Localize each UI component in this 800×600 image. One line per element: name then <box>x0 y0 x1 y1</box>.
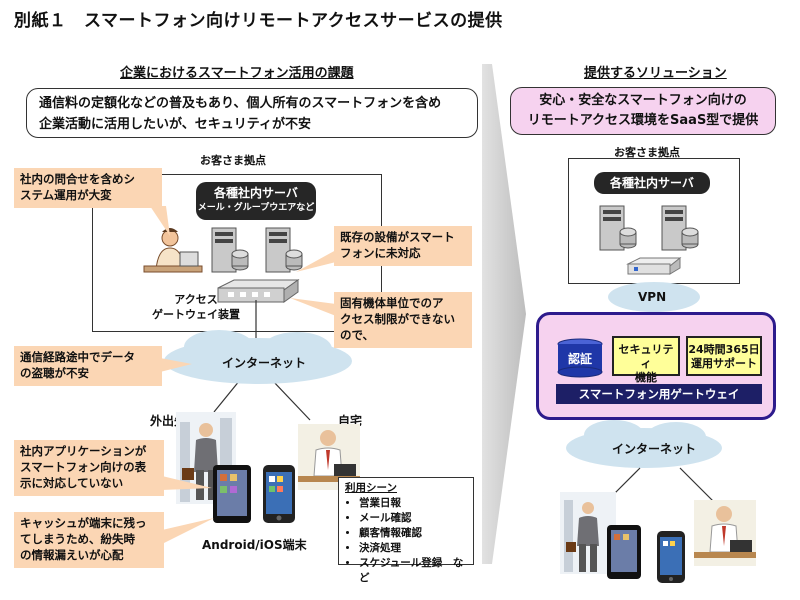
solution-line-2: リモートアクセス環境をSaaS型で提供 <box>527 113 759 128</box>
callout-legacy-equipment: 既存の設備がスマート フォンに未対応 <box>334 226 472 266</box>
tablet-device-icon <box>607 525 641 579</box>
callout-line: 示に対応していない <box>20 476 124 490</box>
left-network-lines <box>213 300 311 421</box>
vpn-cloud <box>608 282 700 312</box>
operator-person-icon <box>143 228 203 273</box>
usage-item: メール確認 <box>359 511 467 526</box>
internet-cloud-puff <box>262 332 332 366</box>
solution-line-1: 安心・安全なスマートフォン向けの <box>539 93 747 108</box>
support-box: 24時間365日 運用サポート <box>686 336 762 376</box>
auth-label: 認証 <box>567 352 592 366</box>
router-icon <box>626 256 682 275</box>
right-network-lines <box>611 467 719 507</box>
server-icon <box>599 205 637 251</box>
callout-line: 通信経路途中でデータ <box>20 350 135 364</box>
callout-line: スマートフォン向けの表 <box>20 460 147 474</box>
internet-cloud-puff <box>184 330 254 364</box>
transition-arrow-icon <box>482 64 526 564</box>
callout-line: クセス制限ができない <box>340 312 455 326</box>
tablet-device-icon <box>213 465 251 523</box>
server-icon <box>211 227 249 273</box>
server-subtitle: メール・グループウエアなど <box>197 203 315 213</box>
right-internet-cloud-puff <box>646 422 706 452</box>
security-function-box: セキュリティ 機能 <box>612 336 680 384</box>
callout-cache-leak: キャッシュが端末に残っ てしまうため、紛失時 の情報漏えいが心配 <box>14 512 164 568</box>
callout-line: 固有機体単位でのア <box>340 296 444 310</box>
issue-box: 通信料の定額化などの普及もあり、個人所有のスマートフォンを含め 企業活動に活用し… <box>26 88 478 138</box>
smartphone-device-icon <box>657 531 685 583</box>
callout-line: キャッシュが端末に残っ <box>20 516 147 530</box>
callout-line: 社内アプリケーションが <box>20 444 147 458</box>
internet-label: インターネット <box>222 356 307 370</box>
left-heading: 企業におけるスマートフォン活用の課題 <box>120 66 354 81</box>
callout-wiretap: 通信経路途中でデータ の盗聴が不安 <box>14 346 162 386</box>
security-line-1: セキュリティ <box>618 343 674 370</box>
page-title: 別紙１ スマートフォン向けリモートアクセスサービスの提供 <box>14 11 503 31</box>
server-title: 各種社内サーバ <box>214 186 298 200</box>
callout-line: フォンに未対応 <box>340 246 421 260</box>
callout-pointers <box>150 206 336 544</box>
gateway-label-line-1: アクセス <box>174 293 218 306</box>
issue-line-2: 企業活動に活用したいが、セキュリティが不安 <box>39 117 311 132</box>
security-line-2: 機能 <box>635 371 657 384</box>
usage-item: 営業日報 <box>359 496 467 511</box>
support-line-1: 24時間365日 <box>688 343 760 356</box>
callout-line: 社内の問合せを含めシ <box>20 172 135 186</box>
callout-device-restriction: 固有機体単位でのア クセス制限ができない ので、 <box>334 292 472 348</box>
usage-item: 決済処理 <box>359 541 467 556</box>
callout-app-display: 社内アプリケーションが スマートフォン向けの表 示に対応していない <box>14 440 164 496</box>
callout-line: ステム運用が大変 <box>20 188 112 202</box>
callout-line: の情報漏えいが心配 <box>20 548 124 562</box>
usage-scenes-box: 利用シーン 営業日報 メール確認 顧客情報確認 決済処理 スケジュール登録 など <box>338 477 474 584</box>
right-site-label: お客さま拠点 <box>614 146 680 159</box>
server-label: 各種社内サーバ メール・グループウエアなど <box>196 182 316 220</box>
right-heading: 提供するソリューション <box>584 66 727 81</box>
support-line-2: 運用サポート <box>691 357 757 370</box>
usage-item: スケジュール登録 など <box>359 556 467 586</box>
customer-site-label: お客さま拠点 <box>200 154 266 167</box>
smartphone-gateway-bar: スマートフォン用ゲートウェイ <box>556 384 762 404</box>
usage-heading: 利用シーン <box>345 482 397 494</box>
right-internet-label: インターネット <box>612 442 697 456</box>
callout-line: の盗聴が不安 <box>20 366 89 380</box>
callout-line: てしまうため、紛失時 <box>20 532 135 546</box>
right-internet-cloud-puff <box>584 420 644 450</box>
server-icon <box>661 205 699 251</box>
usage-list: 営業日報 メール確認 顧客情報確認 決済処理 スケジュール登録 など <box>345 496 467 586</box>
smartphone-device-icon <box>263 465 295 523</box>
gateway-label-line-2: ゲートウェイ装置 <box>152 308 240 321</box>
gateway-label: アクセス ゲートウェイ装置 <box>136 292 256 322</box>
devices-label: Android/iOS端末 <box>202 538 307 552</box>
businessman-outside-icon <box>560 492 616 574</box>
auth-database-icon <box>557 338 603 378</box>
right-server-label: 各種社内サーバ <box>594 172 710 194</box>
businessman-home-icon <box>694 500 756 566</box>
vpn-label: VPN <box>638 290 667 304</box>
solution-box: 安心・安全なスマートフォン向けの リモートアクセス環境をSaaS型で提供 <box>510 87 776 135</box>
usage-item: 顧客情報確認 <box>359 526 467 541</box>
callout-line: 既存の設備がスマート <box>340 230 455 244</box>
issue-line-1: 通信料の定額化などの普及もあり、個人所有のスマートフォンを含め <box>39 96 442 111</box>
callout-system-operation: 社内の問合せを含めシ ステム運用が大変 <box>14 168 162 208</box>
access-gateway-icon <box>217 279 300 303</box>
callout-line: ので、 <box>340 328 375 342</box>
server-icon <box>265 227 303 273</box>
